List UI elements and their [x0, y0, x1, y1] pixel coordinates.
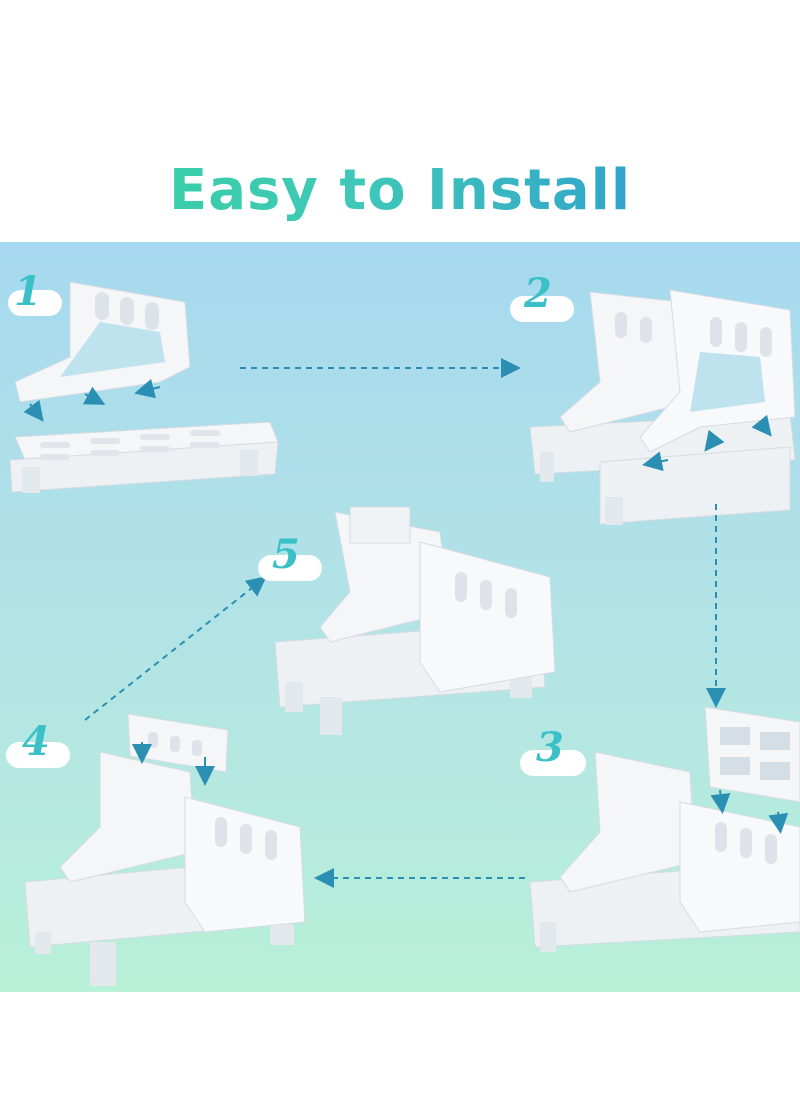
arrow-step4-to-step5	[84, 576, 267, 721]
step-5-rack-image	[274, 506, 556, 735]
step-1-rack-image	[9, 281, 279, 493]
instruction-panel: 1 2 5 4 3	[0, 242, 800, 992]
step-1-number: 1	[14, 268, 42, 315]
page-title: Easy to Install	[0, 158, 800, 223]
installation-illustration	[9, 281, 800, 986]
step-5-number: 5	[272, 531, 300, 578]
step-4-rack-image	[24, 713, 306, 986]
step-3-rack-image	[529, 706, 800, 952]
step-2-number: 2	[524, 270, 552, 317]
step-2-rack-image	[529, 289, 796, 525]
step-3-number: 3	[536, 724, 564, 771]
step-4-number: 4	[22, 718, 50, 765]
